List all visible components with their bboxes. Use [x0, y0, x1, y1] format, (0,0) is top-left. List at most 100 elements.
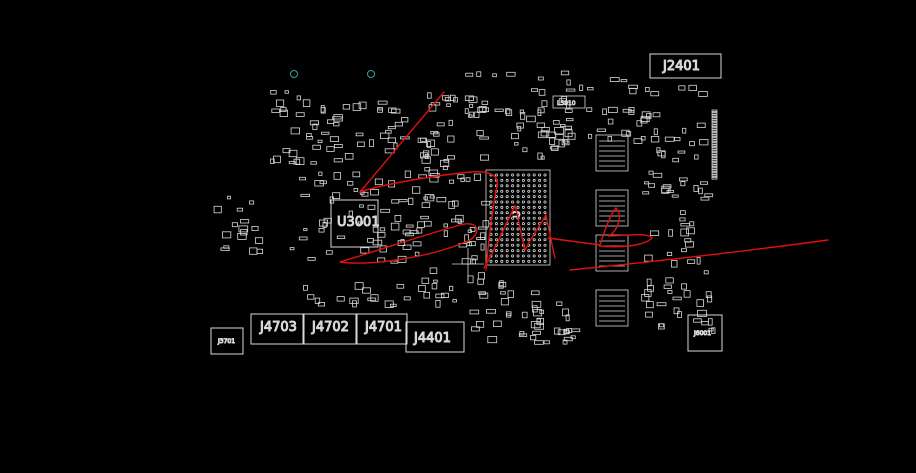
- smd-component: [504, 108, 511, 115]
- smd-component: [650, 91, 660, 97]
- smd-component: [556, 301, 563, 306]
- smd-component: [640, 135, 646, 141]
- smd-component: [564, 108, 573, 113]
- smd-component: [516, 122, 524, 129]
- smd-component: [326, 250, 333, 255]
- smd-component: [563, 328, 569, 335]
- bga-ball: [543, 195, 547, 199]
- smd-component: [521, 311, 528, 319]
- smd-component: [687, 259, 696, 264]
- connector-j3701-label: J3701: [217, 338, 235, 345]
- bga-ball: [516, 200, 520, 204]
- smd-component: [440, 292, 449, 298]
- connector-j6001[interactable]: J6001: [687, 314, 723, 352]
- smd-component: [473, 111, 480, 118]
- bga-ball: [505, 184, 509, 188]
- smd-component: [429, 195, 435, 199]
- header-pin: [711, 169, 718, 173]
- smd-component: [368, 139, 374, 147]
- smd-component: [674, 136, 681, 142]
- smd-component: [306, 132, 312, 137]
- smd-component: [685, 241, 694, 248]
- bga-ball: [494, 200, 498, 204]
- smd-component: [507, 290, 514, 298]
- smd-component: [681, 248, 687, 253]
- bga-ball: [489, 178, 493, 182]
- smd-component: [317, 301, 325, 307]
- smd-component: [447, 135, 455, 143]
- smd-component: [303, 284, 308, 291]
- connector-j3701[interactable]: J3701: [210, 327, 244, 355]
- smd-component: [317, 139, 323, 143]
- smd-component: [514, 142, 519, 146]
- smd-component: [385, 129, 392, 134]
- bga-ball: [516, 205, 520, 209]
- smd-component: [409, 230, 419, 234]
- memory-chip: [595, 134, 629, 172]
- connector-j4703[interactable]: J4703: [250, 313, 304, 345]
- smd-component: [648, 183, 655, 188]
- bga-ball: [505, 249, 509, 253]
- connector-j2401[interactable]: J2401: [649, 53, 722, 79]
- bga-ball: [489, 195, 493, 199]
- memory-chip-column[interactable]: [595, 134, 629, 327]
- smd-component: [419, 152, 428, 159]
- header-pin: [711, 124, 718, 128]
- header-pin: [711, 159, 718, 163]
- bga-ball: [538, 227, 542, 231]
- header-pin: [711, 122, 718, 125]
- bga-ball: [543, 254, 547, 258]
- bga-ball: [500, 222, 504, 226]
- bga-ball: [527, 200, 531, 204]
- header-pin: [711, 167, 718, 170]
- connector-j4702[interactable]: J4702: [303, 313, 357, 345]
- smd-component: [314, 297, 321, 304]
- smd-component: [609, 77, 620, 82]
- bga-ball: [521, 211, 525, 215]
- smd-component: [707, 295, 713, 303]
- smd-component: [430, 148, 439, 156]
- smd-component: [689, 221, 695, 227]
- smd-component: [333, 172, 341, 180]
- smd-component: [554, 127, 564, 135]
- smd-component: [231, 222, 238, 228]
- bga-ball: [532, 173, 536, 177]
- smd-component: [426, 92, 432, 99]
- smd-component: [628, 110, 635, 115]
- header-pin: [711, 154, 718, 158]
- smd-component: [444, 97, 451, 102]
- smd-component: [320, 107, 326, 114]
- smd-component: [537, 131, 548, 139]
- smd-component: [314, 180, 324, 187]
- smd-component: [666, 251, 673, 256]
- bga-ball: [516, 173, 520, 177]
- connector-j4701[interactable]: J4701: [356, 313, 408, 345]
- smd-component: [457, 174, 465, 180]
- memory-chip: [595, 189, 629, 227]
- smd-component: [318, 227, 325, 233]
- smd-component: [533, 308, 543, 317]
- smd-component: [468, 241, 476, 247]
- smd-component: [629, 87, 637, 95]
- smd-component: [289, 247, 295, 251]
- smd-component: [390, 222, 400, 231]
- smd-component: [390, 303, 397, 308]
- bga-ball: [532, 189, 536, 193]
- smd-component: [487, 336, 498, 344]
- smd-component: [708, 327, 714, 332]
- inductor-l5810[interactable]: L5810: [552, 95, 586, 109]
- bga-ball: [500, 195, 504, 199]
- smd-component: [607, 118, 614, 125]
- smd-component: [359, 204, 364, 208]
- smd-component: [586, 107, 593, 112]
- connector-j4401[interactable]: J4401: [405, 321, 465, 353]
- smd-component: [394, 121, 404, 127]
- smd-component: [448, 201, 455, 209]
- smd-component: [467, 229, 473, 233]
- smd-component: [563, 336, 573, 342]
- chip-u3001[interactable]: U3001: [330, 199, 380, 248]
- smd-component: [499, 280, 504, 287]
- bga-ball: [521, 195, 525, 199]
- bga-ball: [494, 205, 498, 209]
